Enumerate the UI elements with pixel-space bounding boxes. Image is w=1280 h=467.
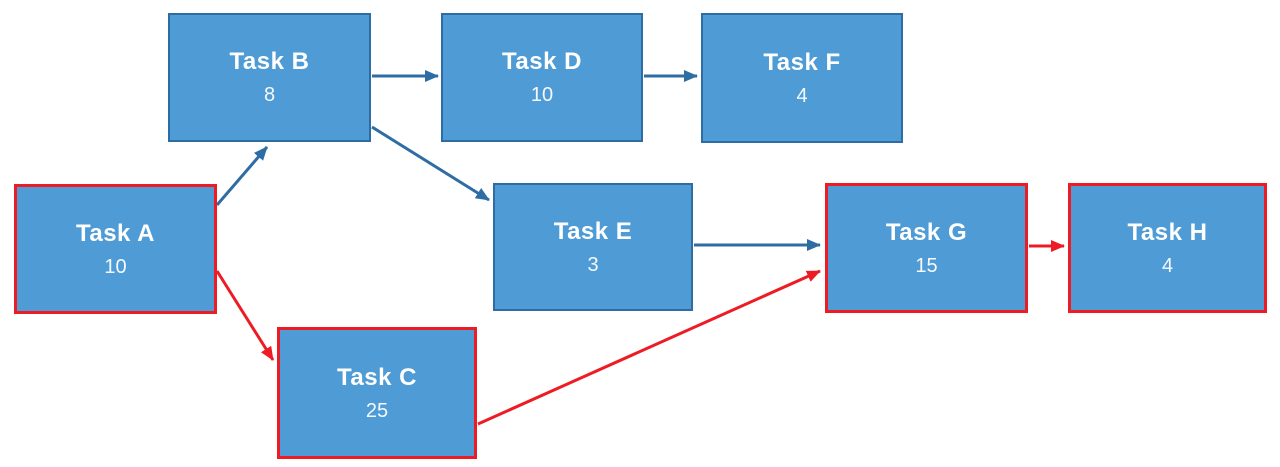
task-duration-C: 25 <box>365 399 389 422</box>
task-node-A[interactable]: Task A 10 <box>14 184 217 314</box>
task-label-H: Task H <box>1127 218 1208 246</box>
task-node-B[interactable]: Task B 8 <box>168 13 371 142</box>
task-node-D[interactable]: Task D 10 <box>441 13 643 142</box>
task-label-E: Task E <box>553 217 633 245</box>
task-duration-E: 3 <box>587 253 599 276</box>
task-duration-B: 8 <box>263 84 276 106</box>
task-node-F[interactable]: Task F 4 <box>701 13 903 143</box>
task-label-G: Task G <box>885 218 968 246</box>
task-label-B: Task B <box>229 48 310 75</box>
task-duration-G: 15 <box>915 254 938 277</box>
task-duration-A: 10 <box>104 255 127 278</box>
task-node-E[interactable]: Task E 3 <box>493 183 693 311</box>
task-duration-F: 4 <box>796 84 808 107</box>
dependency-arrow-A-to-B <box>215 146 269 206</box>
task-label-A: Task A <box>75 219 156 247</box>
task-label-F: Task F <box>763 48 841 76</box>
task-node-G[interactable]: Task G 15 <box>825 183 1028 313</box>
task-node-H[interactable]: Task H 4 <box>1068 183 1267 313</box>
task-node-C[interactable]: Task C 25 <box>277 327 477 459</box>
task-label-C: Task C <box>337 363 417 391</box>
task-label-D: Task D <box>502 48 582 75</box>
task-duration-H: 4 <box>1161 254 1174 277</box>
task-duration-D: 10 <box>530 84 554 106</box>
dependency-arrow-A-to-C <box>215 270 275 361</box>
